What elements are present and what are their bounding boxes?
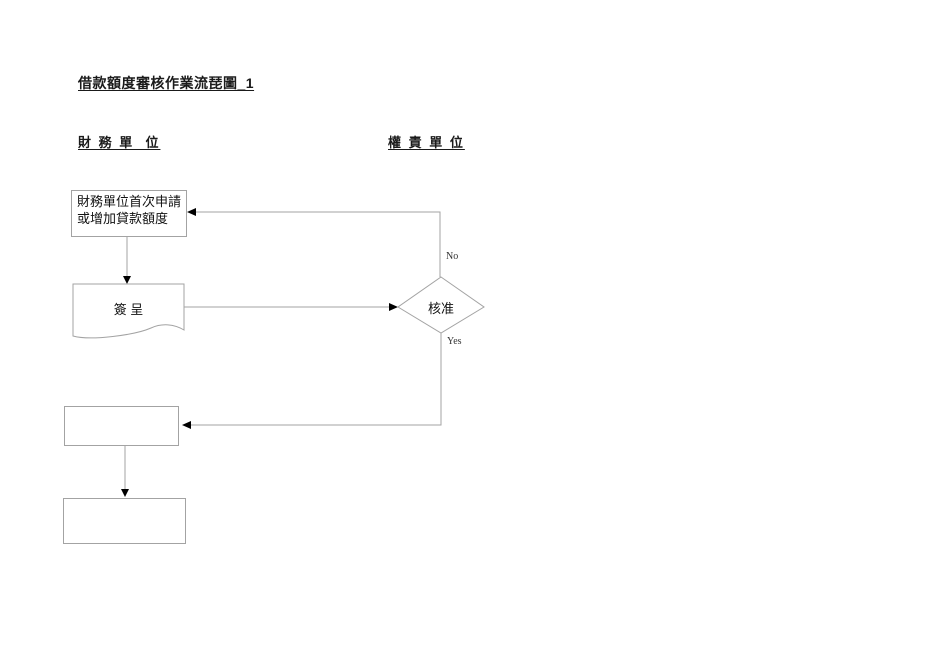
- apply-box-text-line1: 財務單位首次申請: [77, 194, 182, 209]
- yes-arrowhead-left-icon: [182, 421, 191, 429]
- yes-connector-line: [187, 333, 442, 426]
- no-arrowhead-left-icon: [187, 208, 196, 216]
- approve-label: 核准: [427, 301, 454, 316]
- no-edge-label: No: [446, 251, 459, 262]
- sign-doc-label: 簽 呈: [113, 302, 144, 317]
- empty-box-1: [64, 406, 179, 446]
- apply-box: 財務單位首次申請 或增加貸款額度: [71, 190, 187, 237]
- sign-to-approve-arrowhead-right-icon: [389, 303, 398, 311]
- empty-box-2: [63, 498, 186, 544]
- column-header-finance-unit: 財 務 單 位: [78, 135, 161, 150]
- apply-box-text-line2: 或增加貸款額度: [77, 210, 169, 226]
- page-title: 借款額度審核作業流琵圖_1: [78, 75, 255, 91]
- apply-to-sign-arrowhead-down-icon: [123, 276, 131, 284]
- no-connector-line: [191, 211, 441, 277]
- yes-edge-label: Yes: [447, 336, 462, 347]
- column-header-authority-unit: 權 責 單 位: [388, 135, 465, 150]
- box1-to-box2-arrowhead-down-icon: [121, 489, 129, 497]
